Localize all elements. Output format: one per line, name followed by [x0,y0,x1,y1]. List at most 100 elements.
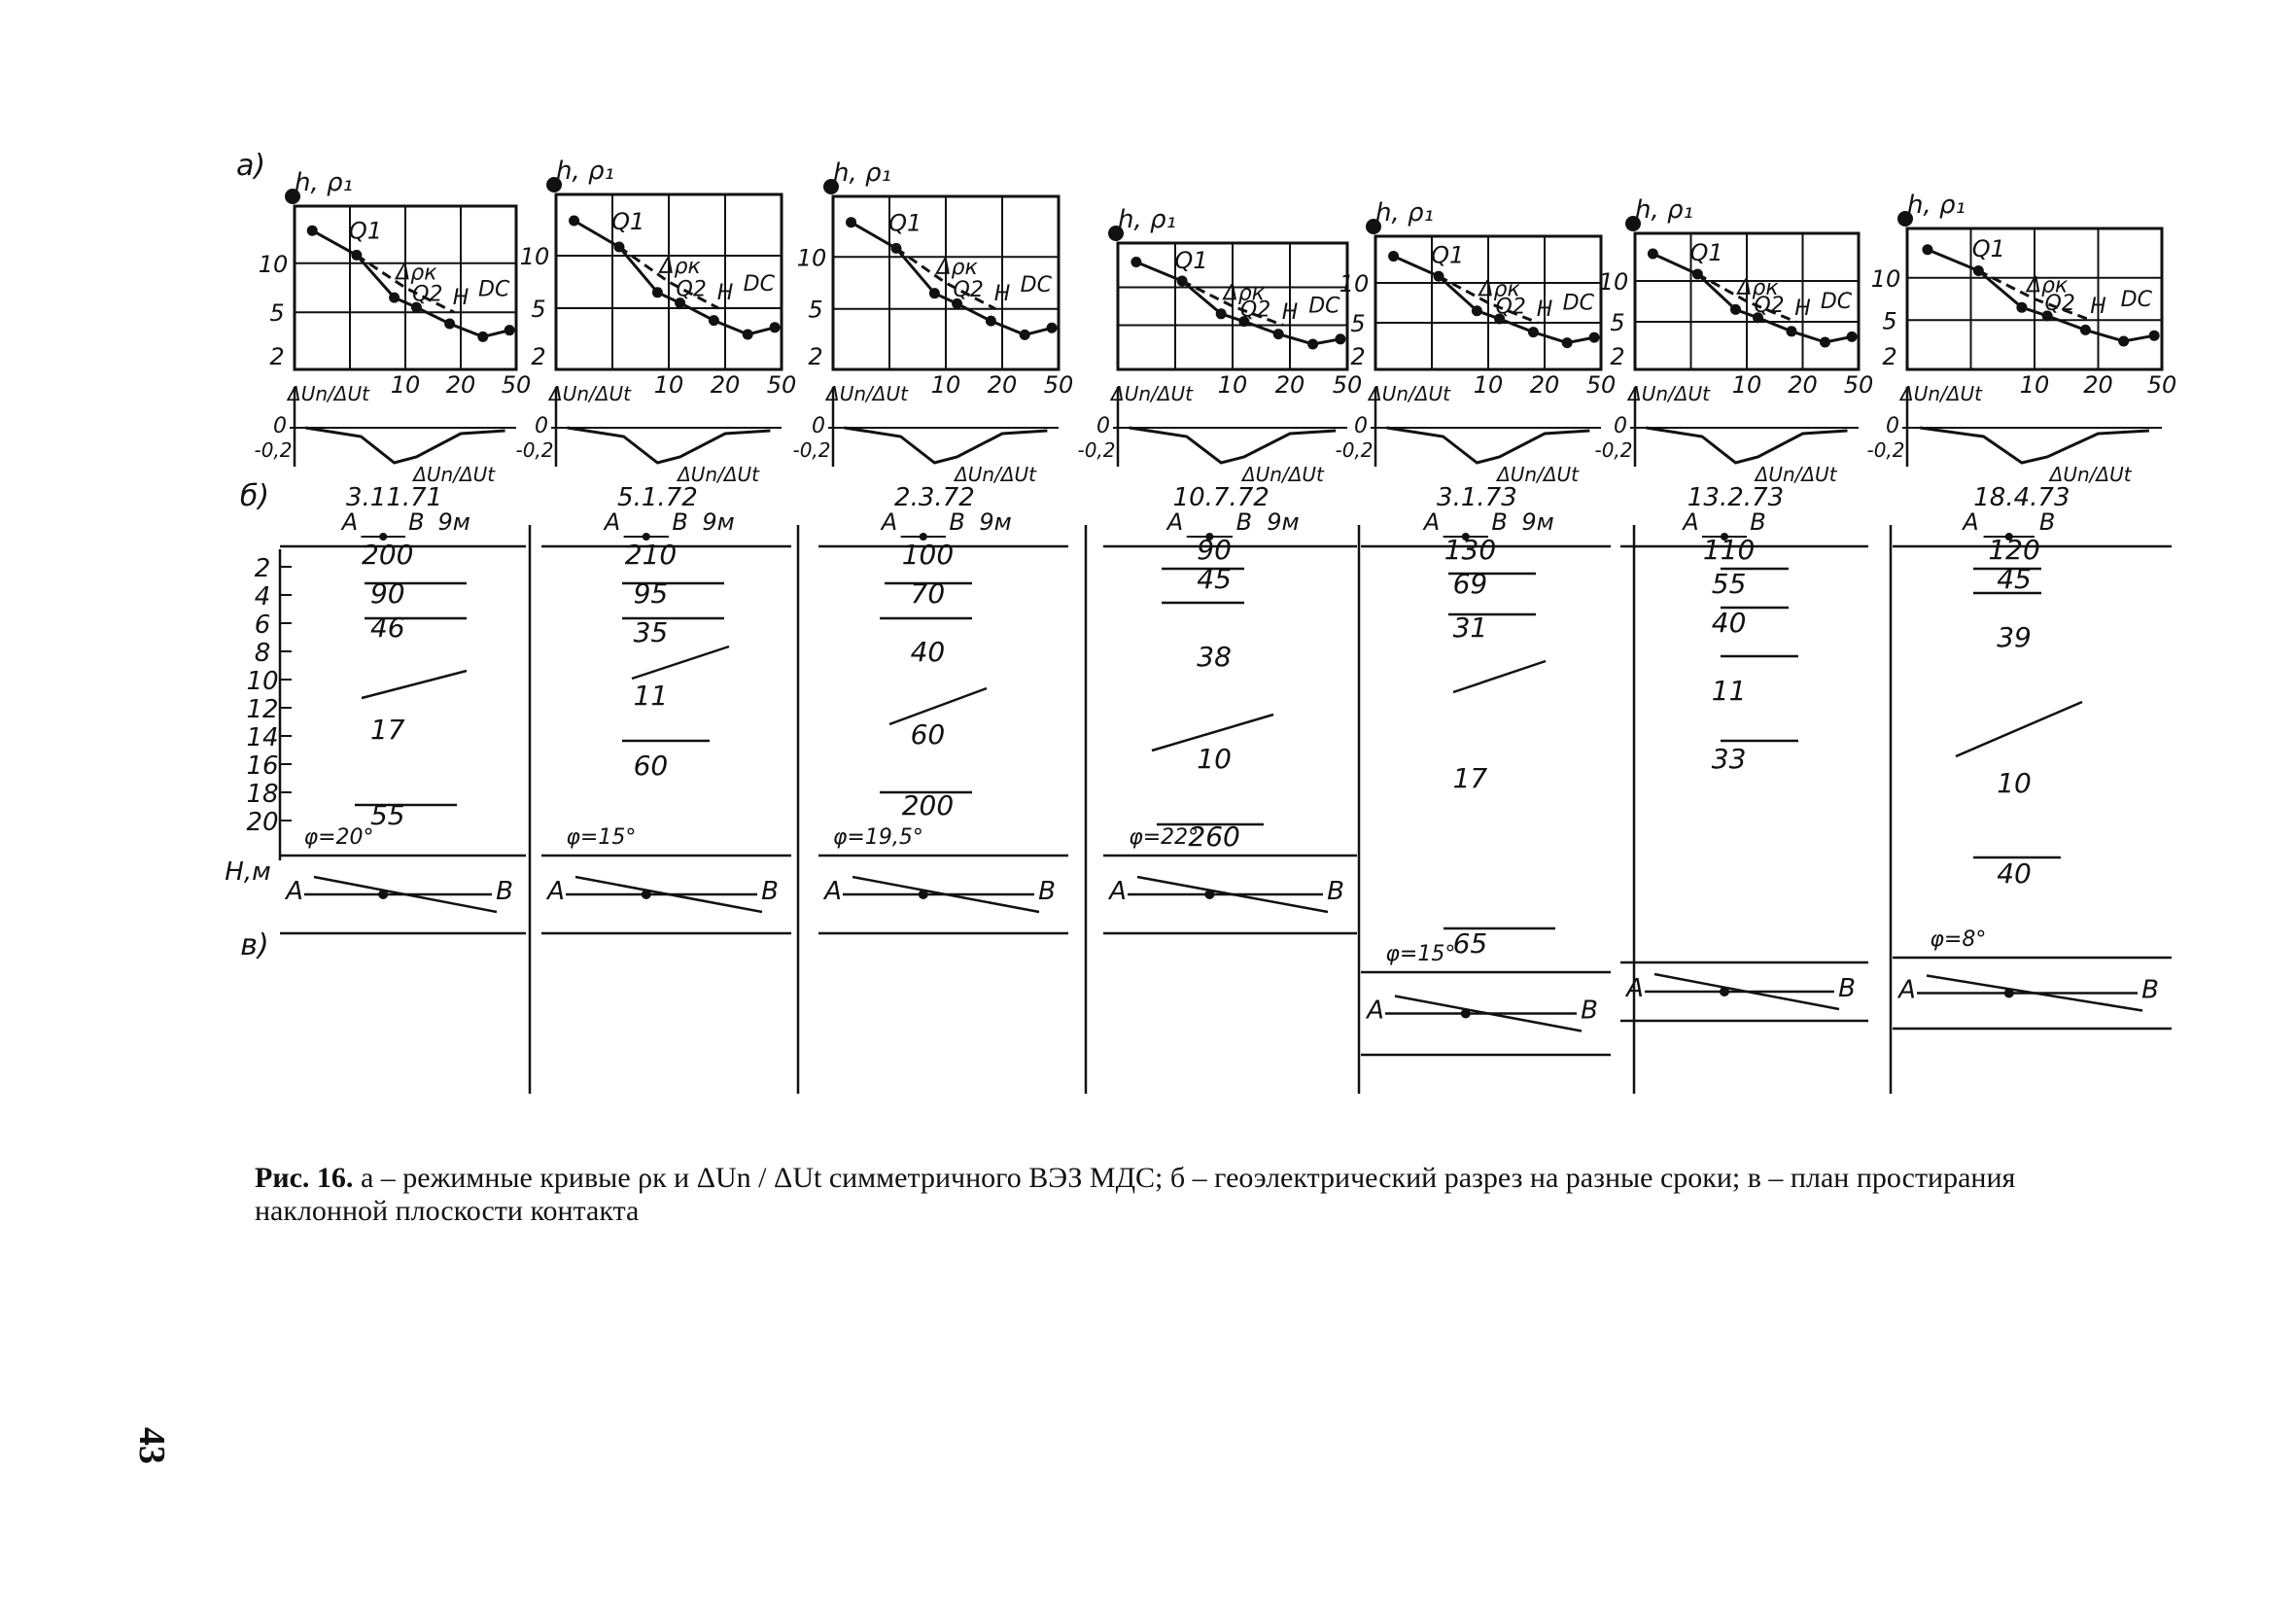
depth-tick-label: 2 [255,554,271,583]
layer-resistivity: 17 [370,714,405,746]
rho-data-point [2118,335,2130,347]
axis-origin-dot [546,177,562,192]
layer-resistivity: 210 [625,539,677,571]
label-a: а) [236,149,265,183]
rho-data-point [928,288,940,299]
spacing-label: 9м [437,508,470,536]
x-tick-label: 50 [1586,371,1617,399]
dip-angle-label: φ=22° [1129,825,1199,850]
electrode-b-label: B [1491,508,1507,536]
ratio-axis-label: ΔUn/ΔUt [547,382,632,405]
rho-data-point [410,301,422,313]
plan-electrode-b: B [1327,877,1344,906]
ratio-tick-neg02: -0,2 [1077,438,1115,462]
x-tick-label: 10 [1218,371,1248,399]
plan-electrode-a: A [1896,976,1916,1005]
electrode-b-label: B [408,508,424,536]
ratio-curve [1646,426,1848,465]
ratio-tick-0: 0 [1614,414,1627,438]
rho-data-point [1335,333,1346,345]
panel-date: 10.7.72 [1173,483,1270,512]
ratio-curve-label: ΔUn/ΔUt [676,463,760,486]
plan-electrode-b: B [761,877,779,906]
rho-data-point [1846,331,1858,342]
depth-tick-label: 10 [246,667,278,696]
x-tick-label: 10 [2020,371,2050,399]
plan-electrode-b: B [1581,996,1598,1026]
dc-label: DC [1821,290,1853,314]
layer-boundary [361,669,468,700]
ratio-tick-neg02: -0,2 [1594,438,1632,462]
depth-tick-label: 12 [246,695,278,724]
strike-line [574,875,763,914]
y-tick-2: 2 [1610,343,1624,370]
dc-label: DC [744,272,776,297]
q2-label: Q2 [1240,297,1270,322]
layer-resistivity: 260 [1188,821,1239,853]
ratio-curve [1129,426,1337,465]
ratio-axis-label: ΔUn/ΔUt [286,382,370,405]
x-tick-label: 10 [931,371,961,399]
layer-resistivity: 10 [1997,767,2032,799]
strike-line [1394,995,1583,1032]
rho-data-point [2041,310,2053,322]
ratio-curve [1919,426,2149,465]
ratio-curve-label: ΔUn/ΔUt [1754,463,1838,486]
rho-data-point [1922,244,1933,256]
rho-data-point [985,315,996,327]
electrode-a-label: A [603,508,620,536]
electrode-center-dot [1721,533,1728,541]
depth-tick-label: 4 [255,582,271,612]
panel-date: 5.1.72 [617,483,698,512]
rho-data-point [1238,316,1250,328]
layer-resistivity: 31 [1453,612,1488,644]
y-tick-5: 5 [1350,310,1365,337]
q1-label: Q1 [1690,239,1723,266]
electrode-b-label: B [949,508,964,536]
electrode-center-dot [1461,533,1470,541]
figure-caption: Рис. 16. а – режимные кривые ρк и ΔUn / … [255,1162,2150,1228]
dc-curve [356,254,455,314]
rho-data-point [651,287,663,298]
x-tick-label: 50 [1044,371,1074,399]
rho-data-point [1820,336,1830,348]
plan-electrode-a: A [284,877,303,906]
rho-data-point [1471,305,1482,317]
x-tick-label: 20 [1275,371,1305,399]
layer-boundary [1151,713,1274,752]
h-label: H [994,282,1011,306]
axis-h-rho-label: h, ρ₁ [833,158,891,188]
ratio-axis-label: ΔUn/ΔUt [1367,382,1451,405]
plan-electrode-b: B [2141,976,2159,1005]
ratio-tick-0: 0 [812,414,825,438]
caption-prefix: Рис. 16. [255,1162,354,1194]
electrode-a-label: A [1422,508,1440,536]
depth-tick-label: 6 [255,611,271,640]
depth-tick-label: 18 [246,780,278,809]
rho-data-point [1272,329,1284,340]
plan-center-dot [2003,988,2014,998]
layer-resistivity: 60 [634,750,669,782]
ratio-tick-neg02: -0,2 [254,438,292,462]
q2-label: Q2 [1496,295,1526,319]
panel-date: 3.1.73 [1437,483,1517,512]
rho-data-point [1019,329,1030,340]
ratio-curve [844,426,1048,465]
spacing-label: 9м [1267,508,1299,536]
y-tick-2: 2 [531,343,545,370]
x-tick-label: 10 [1732,371,1762,399]
h-label: H [453,286,470,310]
axis-h-rho-label: h, ρ₁ [1118,205,1176,234]
layer-resistivity: 120 [1988,534,2039,566]
dc-curve [1438,274,1539,325]
x-tick-label: 50 [1333,371,1363,399]
